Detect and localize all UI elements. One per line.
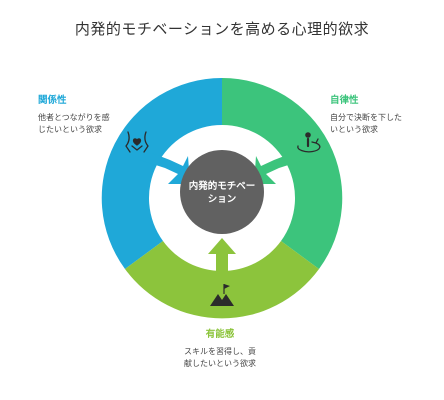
competence-label: 有能感 スキルを習得し、貢 献したいという欲求 xyxy=(150,329,290,370)
autonomy-desc-line1: 自分で決断を下した xyxy=(330,113,402,122)
diagram-title: 内発的モチベーションを高める心理的欲求 xyxy=(74,20,370,38)
relatedness-label: 関係性 他者とつながりを感 じたいという欲求 xyxy=(38,95,118,136)
autonomy-heading: 自律性 xyxy=(330,95,359,106)
relatedness-segment xyxy=(101,77,222,269)
relatedness-desc-line2: じたいという欲求 xyxy=(38,125,102,134)
autonomy-label: 自律性 自分で決断を下した いという欲求 xyxy=(330,95,420,136)
relatedness-arrow xyxy=(140,150,190,184)
person-cycle-icon xyxy=(297,132,321,153)
autonomy-desc-line2: いという欲求 xyxy=(330,125,378,134)
mountain-flag-icon xyxy=(210,284,234,306)
autonomy-segment xyxy=(222,77,343,269)
competence-desc-line2: 献したいという欲求 xyxy=(184,359,256,368)
center-circle xyxy=(180,150,264,234)
competence-arrow xyxy=(208,238,236,274)
hands-heart-icon xyxy=(125,131,149,153)
competence-heading: 有能感 xyxy=(205,329,235,340)
autonomy-arrow xyxy=(254,150,304,184)
center-label-line2: ション xyxy=(207,194,237,205)
competence-desc-line1: スキルを習得し、貢 xyxy=(184,347,256,356)
relatedness-desc-line1: 他者とつながりを感 xyxy=(38,113,110,122)
relatedness-heading: 関係性 xyxy=(38,95,67,106)
center-label-line1: 内発的モチベー xyxy=(188,181,256,192)
center-label: 内発的モチベー ション xyxy=(172,180,272,206)
competence-segment xyxy=(125,241,319,319)
